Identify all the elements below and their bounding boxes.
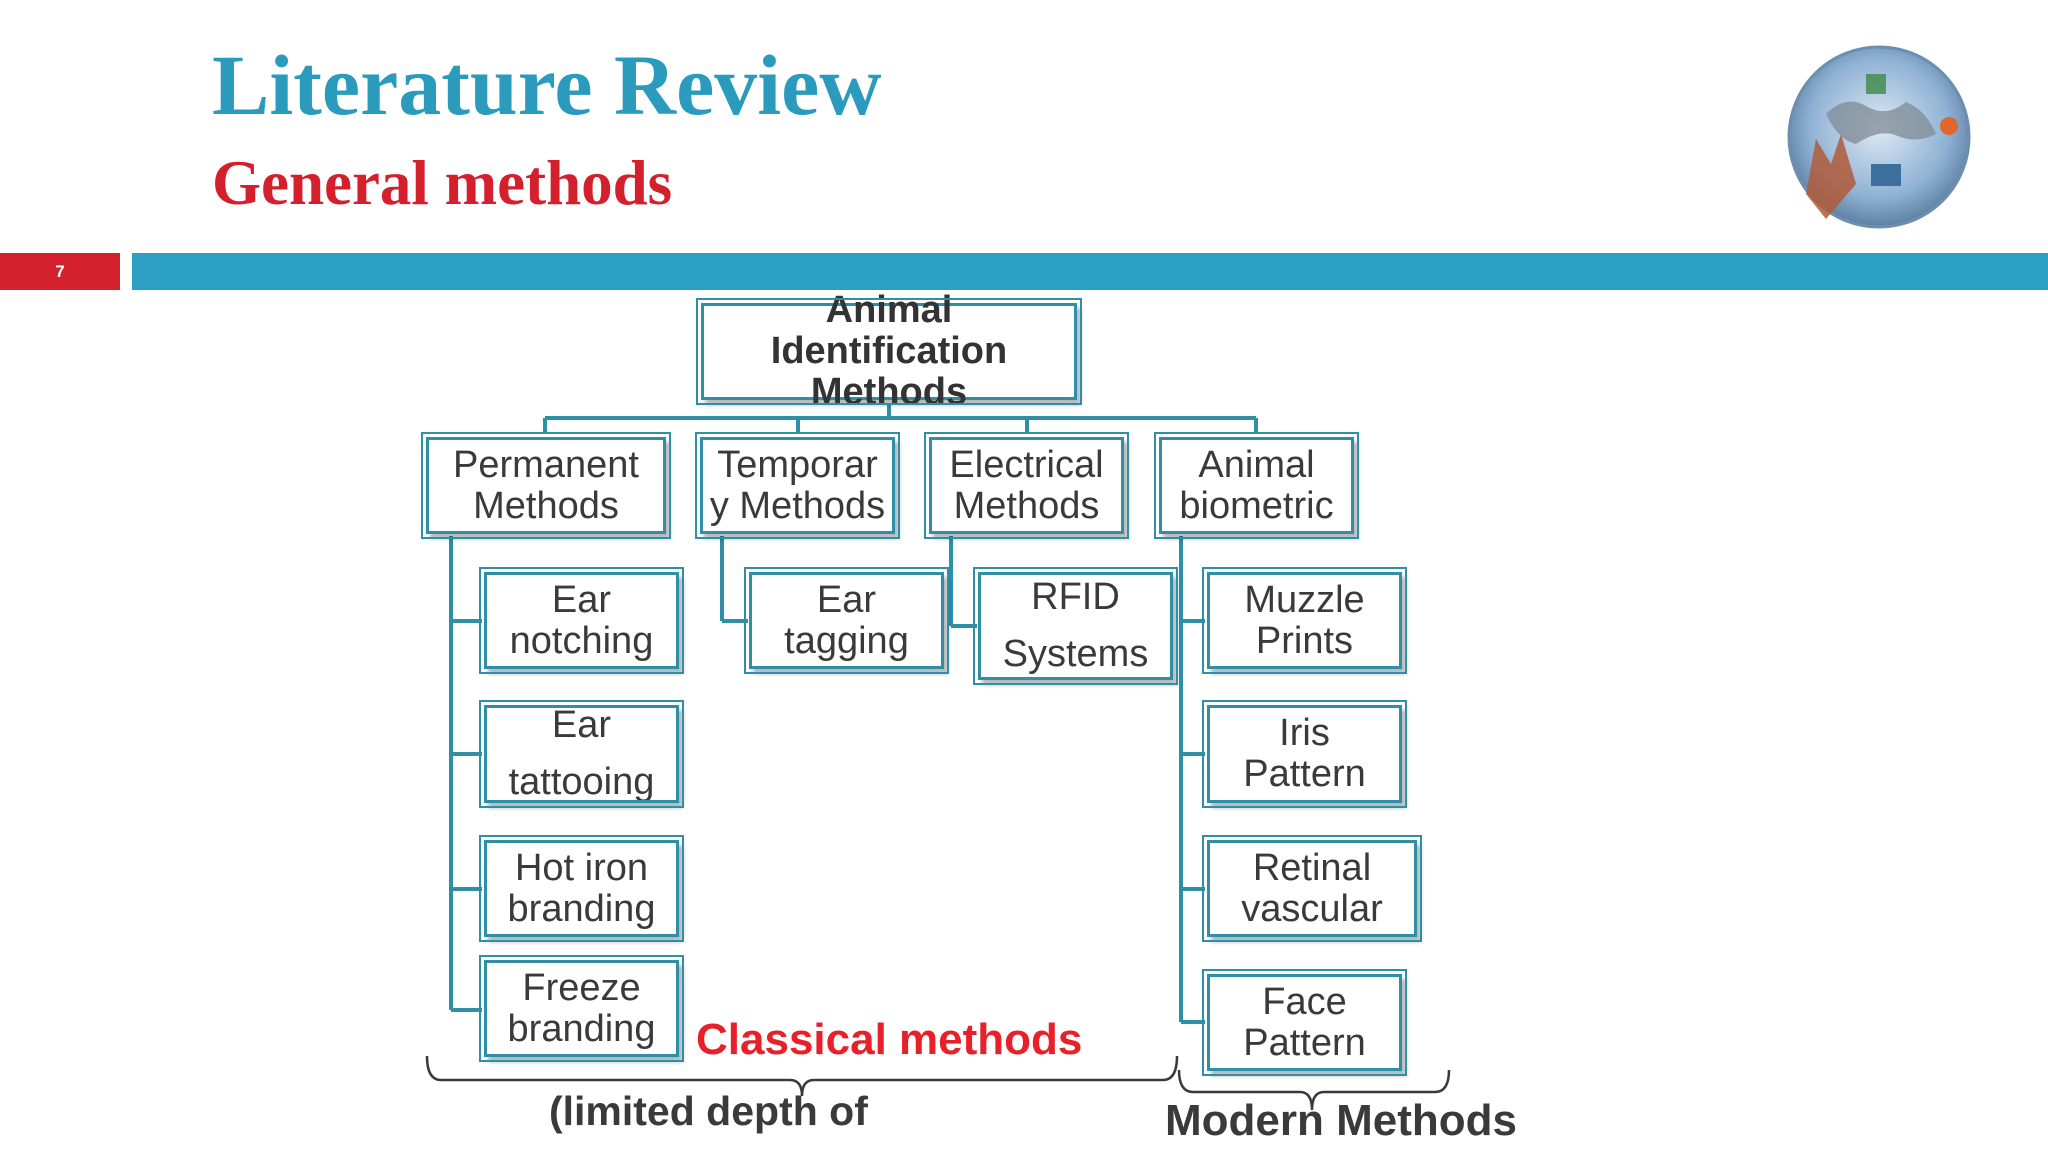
item-muzzle-prints-label: Muzzle Prints [1244, 578, 1365, 662]
header-divider-bar [132, 253, 2048, 290]
item-ear-tagging-label: Ear tagging [784, 578, 909, 662]
category-permanent-label: Permanent Methods [453, 443, 639, 527]
item-hot-iron-branding: Hot iron branding [479, 835, 684, 942]
category-temporary-label: Temporar y Methods [709, 443, 886, 527]
category-biometric: Animal biometric [1154, 432, 1359, 539]
item-muzzle-prints: Muzzle Prints [1202, 567, 1407, 674]
item-ear-notching: Ear notching [479, 567, 684, 674]
classical-methods-label: Classical methods [696, 1015, 1083, 1064]
item-hot-iron-branding-label: Hot iron branding [507, 846, 656, 930]
slide-title: Literature Review [212, 37, 882, 133]
category-temporary: Temporar y Methods [695, 432, 900, 539]
item-iris-pattern-label: Iris Pattern [1243, 712, 1366, 795]
item-freeze-branding: Freeze branding [479, 955, 684, 1062]
category-electrical-label: Electrical Methods [949, 443, 1104, 527]
root-label: Animal Identification Methods [770, 289, 1008, 413]
item-rfid-systems: RFID Systems [973, 567, 1178, 685]
item-ear-tattooing-label: Ear tattooing [508, 705, 655, 803]
item-iris-pattern: Iris Pattern [1202, 700, 1407, 808]
item-face-pattern: Face Pattern [1202, 969, 1407, 1076]
item-ear-tagging: Ear tagging [744, 567, 949, 674]
university-logo [1787, 45, 1971, 229]
item-face-pattern-label: Face Pattern [1243, 980, 1366, 1064]
item-ear-tattooing: Ear tattooing [479, 700, 684, 808]
item-rfid-systems-label: RFID Systems [1002, 576, 1149, 675]
item-ear-notching-label: Ear notching [509, 578, 654, 662]
item-freeze-branding-label: Freeze branding [507, 966, 656, 1050]
item-retinal-vascular: Retinal vascular [1202, 835, 1422, 942]
category-biometric-label: Animal biometric [1179, 443, 1334, 527]
limited-depth-label: (limited depth of [549, 1088, 868, 1134]
modern-methods-label: Modern Methods [1165, 1096, 1517, 1145]
slide-number: 7 [55, 262, 65, 281]
category-electrical: Electrical Methods [924, 432, 1129, 539]
root-box: Animal Identification Methods [696, 290, 1082, 413]
category-permanent: Permanent Methods [421, 432, 671, 539]
slide-subtitle: General methods [212, 148, 673, 218]
slide-number-bar [0, 253, 120, 290]
item-retinal-vascular-label: Retinal vascular [1241, 846, 1383, 930]
